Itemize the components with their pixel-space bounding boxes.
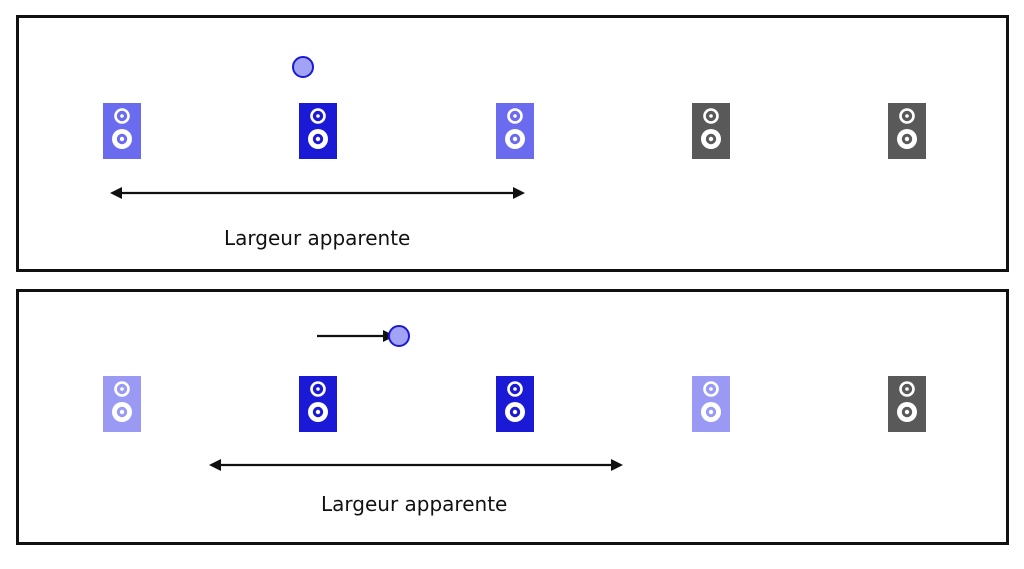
panel-top-canvas	[103, 56, 926, 199]
tweeter	[507, 381, 523, 397]
speaker-icon	[299, 376, 337, 432]
tweeter	[310, 381, 326, 397]
tweeter	[114, 381, 130, 397]
speaker-icon	[496, 103, 534, 159]
speaker-icon	[692, 103, 730, 159]
apparent-width-label: Largeur apparente	[224, 226, 411, 250]
speaker-icon	[692, 376, 730, 432]
speaker-icon	[888, 103, 926, 159]
apparent-width-label: Largeur apparente	[321, 492, 508, 516]
source-dot-icon	[292, 56, 314, 78]
source-marker-group	[317, 325, 410, 347]
tweeter	[310, 108, 326, 124]
speaker-row	[103, 103, 926, 159]
width-arrow-group	[110, 187, 525, 199]
width-arrow-group	[209, 459, 623, 471]
speaker-icon	[888, 376, 926, 432]
source-dot-icon	[388, 325, 410, 347]
speaker-icon	[103, 103, 141, 159]
tweeter	[703, 108, 719, 124]
tweeter	[899, 381, 915, 397]
tweeter	[114, 108, 130, 124]
arrowhead-right	[513, 187, 525, 199]
panel-static-source: Largeur apparente	[16, 15, 1009, 272]
panel-moving-source: Largeur apparente	[16, 289, 1009, 545]
motion-arrow-icon	[317, 330, 395, 342]
speaker-icon	[103, 376, 141, 432]
speaker-icon	[496, 376, 534, 432]
tweeter	[703, 381, 719, 397]
arrowhead-right	[611, 459, 623, 471]
tweeter	[899, 108, 915, 124]
double-arrow-icon	[110, 187, 525, 199]
double-arrow-icon	[209, 459, 623, 471]
tweeter	[507, 108, 523, 124]
arrowhead-left	[209, 459, 221, 471]
arrowhead-left	[110, 187, 122, 199]
panel-bottom-canvas	[103, 325, 926, 471]
speaker-row	[103, 376, 926, 432]
source-marker-group	[292, 56, 314, 78]
speaker-icon	[299, 103, 337, 159]
